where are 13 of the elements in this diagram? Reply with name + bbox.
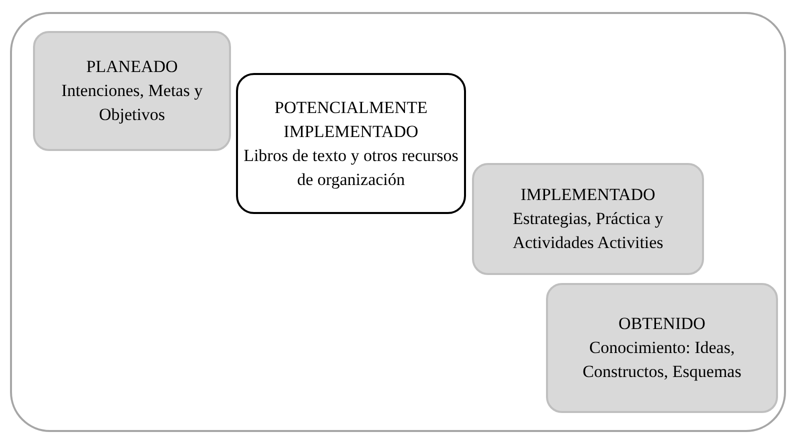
frame-box bbox=[10, 12, 786, 432]
box-text: Intenciones, Metas y Objetivos bbox=[60, 80, 204, 126]
box-heading: POTENCIALMENTE IMPLEMENTADO bbox=[274, 96, 428, 142]
box-heading: IMPLEMENTADO bbox=[520, 184, 656, 206]
box-text: Libros de texto y otros recursos de organización bbox=[242, 144, 460, 191]
rounded-box bbox=[472, 163, 704, 275]
box-text: Conocimiento: Ideas, Constructos, Esquemas bbox=[582, 337, 742, 383]
rounded-box bbox=[33, 31, 231, 151]
box-text: Estrategias, Práctica y Actividades Activities bbox=[512, 208, 664, 254]
box-heading: PLANEADO bbox=[86, 56, 178, 78]
rounded-box bbox=[546, 283, 778, 413]
box-heading: OBTENIDO bbox=[618, 313, 706, 335]
rounded-box bbox=[236, 73, 466, 214]
